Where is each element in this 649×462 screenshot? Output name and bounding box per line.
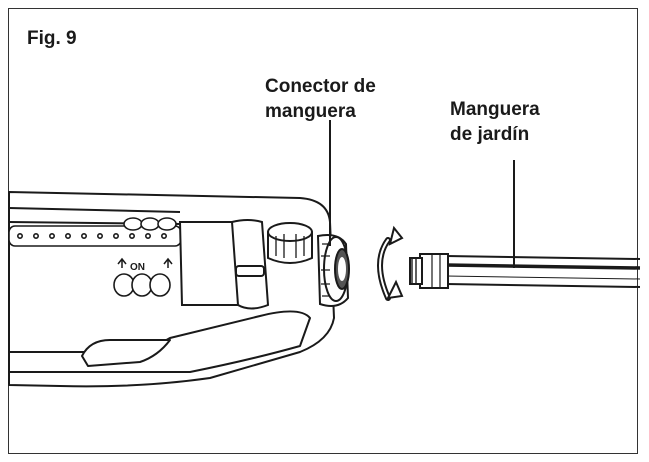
top-knobs xyxy=(123,217,177,231)
garden-hose xyxy=(445,255,641,288)
dial-arrows xyxy=(117,257,173,268)
nozzle-row xyxy=(8,225,182,247)
rotation-arrow-icon xyxy=(377,225,404,301)
hose-fitting xyxy=(409,253,449,289)
callout-garden-hose: Manguera de jardín xyxy=(450,97,540,147)
hose-connector-nut xyxy=(316,234,350,307)
dial-on-label: ON xyxy=(130,262,145,273)
callout-connector-line1: Conector de xyxy=(265,76,376,97)
callout-hose-connector: Conector de manguera xyxy=(265,74,376,124)
callout-hose-line1: Manguera xyxy=(450,99,540,120)
figure-label: Fig. 9 xyxy=(27,28,77,49)
callout-connector-line2: manguera xyxy=(265,101,356,122)
valve-knob xyxy=(267,222,313,264)
callout-hose-line2: de jardín xyxy=(450,124,530,145)
coupling-body xyxy=(178,219,270,310)
dial-knobs xyxy=(113,273,171,297)
